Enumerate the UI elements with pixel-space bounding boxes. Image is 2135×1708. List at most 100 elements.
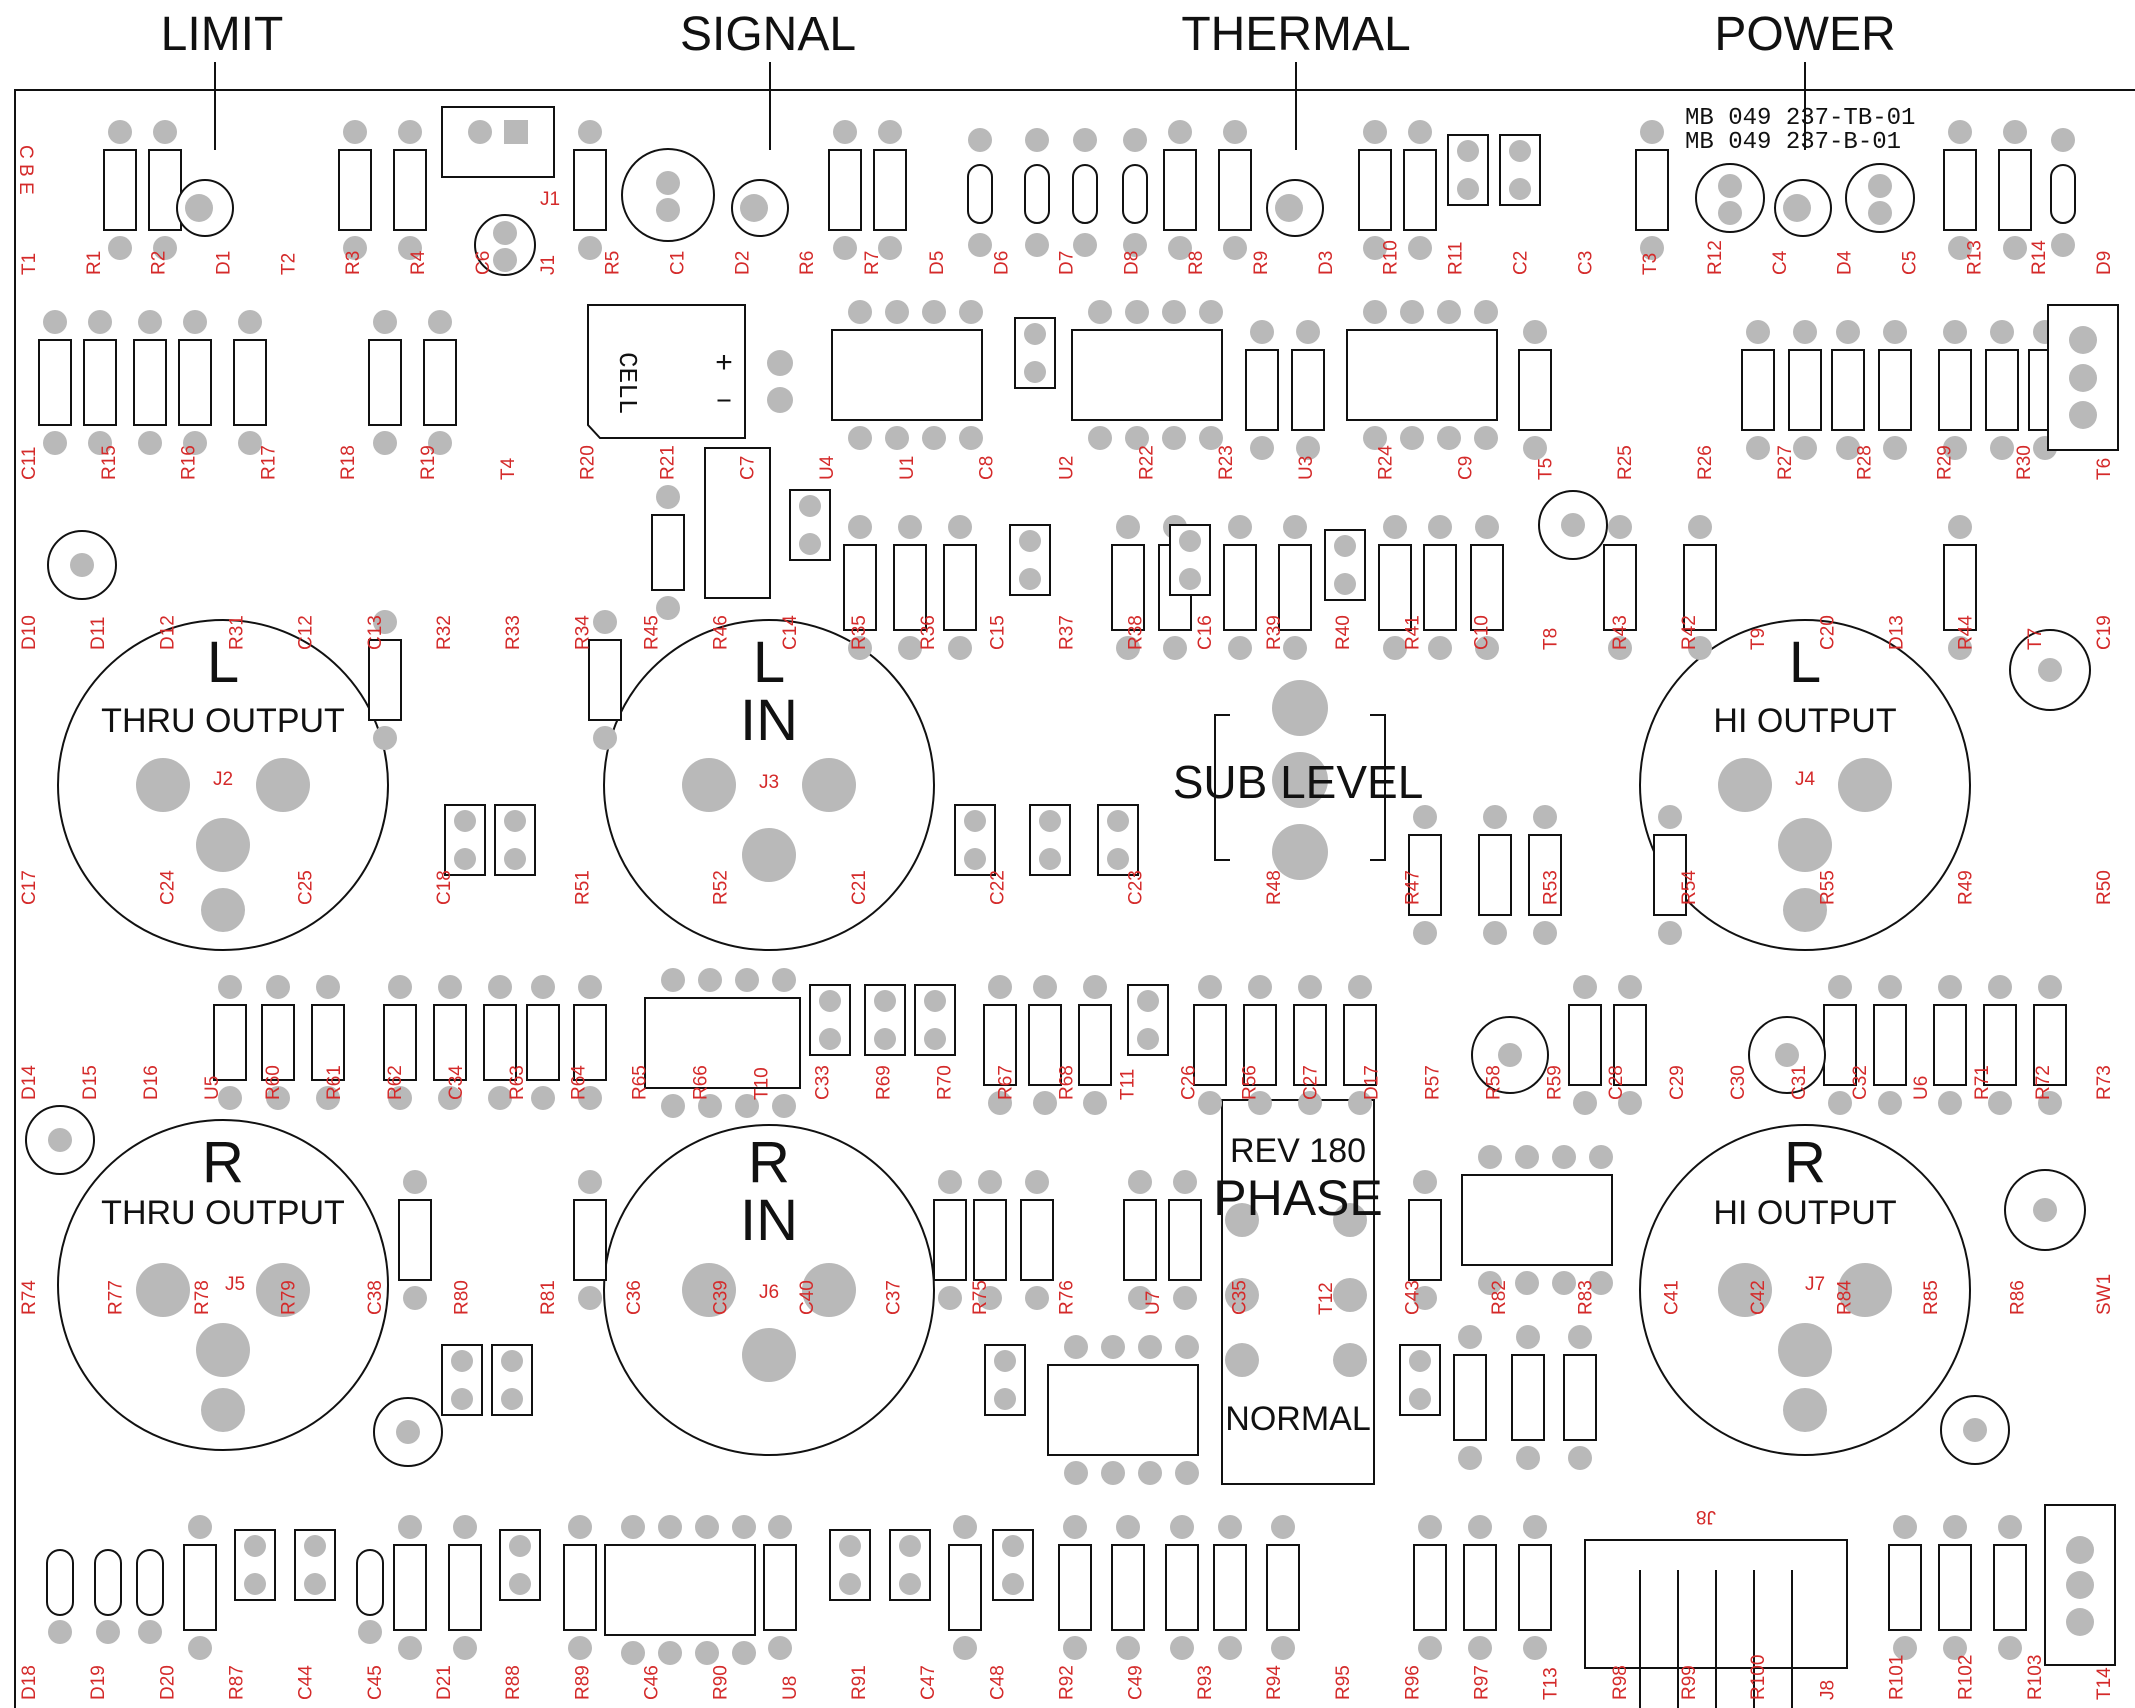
normal-label: NORMAL <box>1225 1400 1370 1438</box>
pad <box>1943 436 1967 460</box>
pad <box>185 194 213 222</box>
pad <box>1248 975 1272 999</box>
refdes-r20: R20 <box>578 445 599 480</box>
refdes-c11: C11 <box>19 447 40 480</box>
jack-j6: R IN J6 <box>603 1124 935 1456</box>
c12-body <box>704 447 771 599</box>
pad <box>1223 120 1247 144</box>
pad <box>1413 1286 1437 1310</box>
resistor-body <box>1831 349 1865 431</box>
refdes-r18: R18 <box>338 445 359 480</box>
resistor-body <box>1343 1004 1377 1086</box>
refdes-u6: U6 <box>1911 1076 1932 1100</box>
refdes-r71: R71 <box>1972 1065 1993 1100</box>
refdes-r84: R84 <box>1835 1280 1856 1315</box>
pad <box>1116 636 1140 660</box>
diode-body <box>136 1549 164 1616</box>
pad <box>922 426 946 450</box>
pad <box>1137 1028 1159 1050</box>
pad <box>1718 201 1742 225</box>
resistor-body <box>1938 1544 1972 1631</box>
refdes-r7: R7 <box>862 251 883 275</box>
pad <box>578 1286 602 1310</box>
refdes-r72: R72 <box>2033 1065 2054 1100</box>
refdes-t12: T12 <box>1316 1282 1337 1315</box>
ic-body <box>1461 1174 1613 1266</box>
refdes-r81: R81 <box>538 1280 559 1315</box>
pad <box>96 1620 120 1644</box>
pad <box>453 1636 477 1660</box>
pad <box>1474 300 1498 324</box>
refdes-c49: C49 <box>1126 1665 1147 1700</box>
refdes-r69: R69 <box>873 1065 894 1100</box>
pad <box>1523 1636 1547 1660</box>
pad <box>839 1535 861 1557</box>
resistor-body <box>1020 1199 1054 1281</box>
pad <box>403 1170 427 1194</box>
pad <box>833 236 857 260</box>
pad <box>1828 975 1852 999</box>
resistor-body <box>1518 1544 1552 1631</box>
resistor-body <box>588 639 622 721</box>
refdes-t2: T2 <box>278 253 299 275</box>
pad <box>1125 426 1149 450</box>
phase-label: PHASE <box>1213 1170 1383 1226</box>
resistor-body <box>1478 834 1512 916</box>
refdes-r10: R10 <box>1381 240 1402 275</box>
pad <box>656 198 680 222</box>
pad <box>1175 1335 1199 1359</box>
refdes-c43: C43 <box>1402 1280 1423 1315</box>
j3-channel: L <box>753 630 785 695</box>
pad <box>656 596 680 620</box>
pad <box>1688 636 1712 660</box>
part-number-1: MB 049 237-TB-01 <box>1685 105 1915 132</box>
resistor-body <box>38 339 72 426</box>
pad <box>959 426 983 450</box>
pad <box>1608 636 1632 660</box>
pad <box>1348 1091 1372 1115</box>
pad <box>1883 436 1907 460</box>
resistor-body <box>1528 834 1562 916</box>
refdes-t8: T8 <box>1541 628 1562 650</box>
refdes-r95: R95 <box>1333 1665 1354 1700</box>
pad <box>1039 848 1061 870</box>
refdes-r22: R22 <box>1136 445 1157 480</box>
refdes-t3: T3 <box>1640 253 1661 275</box>
pad <box>885 300 909 324</box>
pad <box>695 1641 719 1665</box>
pad <box>1428 636 1452 660</box>
pad <box>1271 1636 1295 1660</box>
resistor-body <box>433 1004 467 1081</box>
pad <box>658 1641 682 1665</box>
resistor-body <box>1358 149 1392 231</box>
resistor-body <box>1243 1004 1277 1086</box>
pad <box>899 1535 921 1557</box>
pad <box>2069 401 2097 429</box>
pad <box>1168 120 1192 144</box>
pad <box>1296 320 1320 344</box>
pad <box>48 1620 72 1644</box>
diode-body <box>967 164 993 224</box>
j5-label: THRU OUTPUT <box>101 1194 345 1232</box>
pad <box>833 120 857 144</box>
refdes-r57: R57 <box>1423 1065 1444 1100</box>
pad <box>468 120 492 144</box>
pad <box>1116 1636 1140 1660</box>
pad <box>488 1086 512 1110</box>
refdes-r48: R48 <box>1264 870 1285 905</box>
refdes-r78: R78 <box>192 1280 213 1315</box>
refdes-r35: R35 <box>849 615 870 650</box>
diode-body <box>1024 164 1050 224</box>
pad <box>848 426 872 450</box>
refdes-c15: C15 <box>987 615 1008 650</box>
j1-connector <box>441 106 555 178</box>
refdes-c17: C17 <box>19 870 40 905</box>
resistor-body <box>1741 349 1775 431</box>
resistor-body <box>1873 1004 1907 1086</box>
j3-ref: J3 <box>759 772 779 793</box>
pad <box>1988 1091 2012 1115</box>
pad <box>1589 1271 1613 1295</box>
pad <box>1116 1515 1140 1539</box>
refdes-r86: R86 <box>2008 1280 2029 1315</box>
refdes-c31: C31 <box>1789 1065 1810 1100</box>
